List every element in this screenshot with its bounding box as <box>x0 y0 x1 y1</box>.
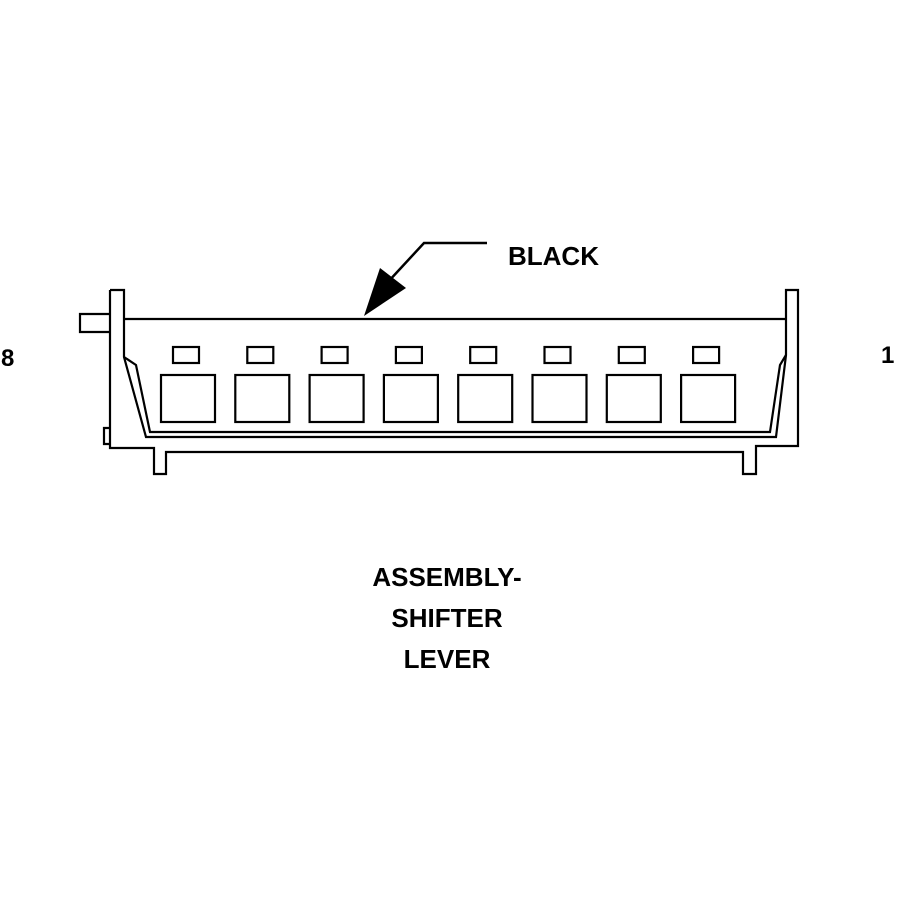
title-line-3: LEVER <box>403 644 491 674</box>
terminal-cavity <box>679 373 737 424</box>
cavity-latch-slot <box>171 345 201 365</box>
leader-arrowhead <box>364 268 406 316</box>
cavity-latch-slot <box>246 345 275 365</box>
right-wall-inner <box>152 319 788 439</box>
left-wall <box>110 288 152 439</box>
pin-1-label: 1 <box>881 342 895 369</box>
terminal-cavity <box>382 373 439 424</box>
terminal-cavity <box>308 373 365 424</box>
title-line-2: SHIFTER <box>391 603 503 633</box>
upper-latch-tab <box>78 312 110 334</box>
inner-ledge <box>123 354 787 434</box>
lower-latch-tab <box>102 426 110 446</box>
wire-color-label: BLACK <box>508 241 599 271</box>
terminal-cavity <box>531 373 588 424</box>
pin-8-label: 8 <box>1 345 15 372</box>
terminal-cavity <box>457 373 514 424</box>
terminal-cavity <box>159 373 217 424</box>
terminal-cavity <box>234 373 291 424</box>
cavity-latch-slot <box>469 345 498 365</box>
cavity-group <box>159 345 737 424</box>
cavity-latch-slot <box>394 345 423 365</box>
connector-title: ASSEMBLY- SHIFTER LEVER <box>300 557 594 680</box>
terminal-cavity <box>605 373 662 424</box>
title-line-1: ASSEMBLY- <box>372 562 522 592</box>
left-wall-outer <box>108 288 800 476</box>
color-leader <box>364 241 487 316</box>
cavity-latch-slot <box>320 345 349 365</box>
cavity-latch-slot <box>617 345 646 365</box>
leader-line <box>386 241 487 284</box>
cavity-latch-slot <box>543 345 572 365</box>
cavity-latch-slot <box>691 345 721 365</box>
